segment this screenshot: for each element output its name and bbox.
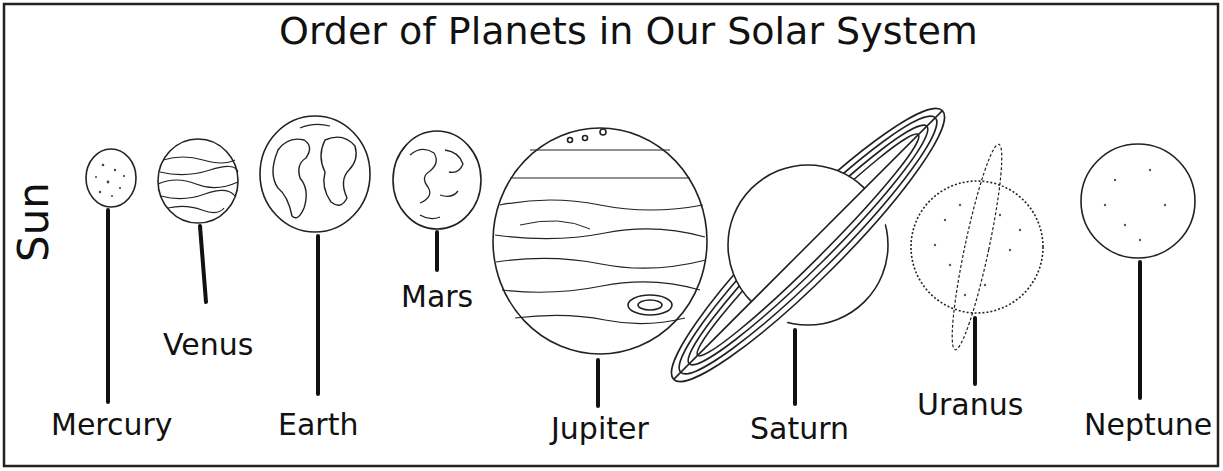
planet-name: Earth xyxy=(278,410,358,440)
venus-planet xyxy=(158,139,238,223)
planet-name: Saturn xyxy=(750,414,849,444)
planet-name: Mars xyxy=(401,282,473,312)
mars-planet xyxy=(393,131,481,229)
diagram-title: Order of Planets in Our Solar System xyxy=(279,12,978,50)
frame xyxy=(4,4,1218,466)
jupiter-planet xyxy=(493,128,707,354)
leader-lines xyxy=(108,210,1140,406)
neptune-planet xyxy=(1081,144,1195,258)
sun-label: Sun xyxy=(13,182,55,262)
planet-name: Mercury xyxy=(51,410,173,440)
planet-name: Neptune xyxy=(1084,410,1212,440)
planet-name: Jupiter xyxy=(551,414,649,444)
planet-name: Venus xyxy=(163,330,253,360)
mercury-planet xyxy=(86,149,136,207)
planet-name: Uranus xyxy=(917,390,1023,420)
earth-planet xyxy=(260,116,370,232)
